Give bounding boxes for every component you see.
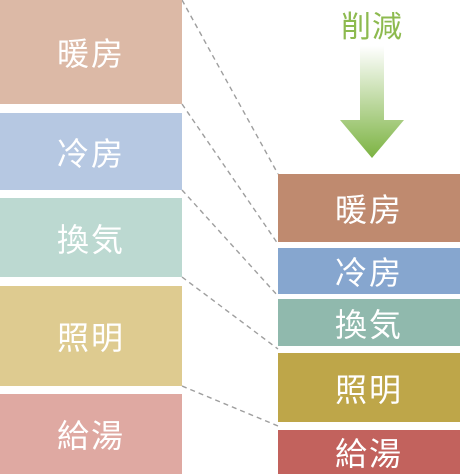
connector-line	[181, 103, 279, 245]
after-block-lighting: 照明	[278, 353, 460, 422]
down-arrow-icon	[340, 46, 404, 158]
after-block-label: 給湯	[334, 435, 403, 473]
before-block-hot-water: 給湯	[0, 394, 182, 474]
before-block-ventilation: 換気	[0, 198, 182, 277]
before-block-label: 照明	[56, 319, 125, 357]
after-block-ventilation: 換気	[278, 299, 460, 346]
after-block-label: 暖房	[334, 191, 403, 229]
before-block-label: 暖房	[56, 35, 125, 73]
connector-line	[181, 189, 279, 297]
before-block-heating: 暖房	[0, 0, 182, 104]
connector-line	[181, 385, 279, 427]
after-block-hot-water: 給湯	[278, 430, 460, 474]
before-block-cooling: 冷房	[0, 113, 182, 190]
after-block-label: 照明	[334, 370, 403, 409]
connector-line	[181, 276, 279, 350]
before-block-label: 冷房	[56, 134, 125, 173]
connector-line	[181, 0, 279, 175]
after-block-label: 換気	[334, 305, 403, 344]
before-block-label: 換気	[56, 220, 125, 259]
after-block-label: 冷房	[334, 254, 403, 292]
after-block-heating: 暖房	[278, 174, 460, 242]
before-block-lighting: 照明	[0, 286, 182, 386]
before-block-label: 給湯	[56, 417, 125, 455]
after-block-cooling: 冷房	[278, 248, 460, 294]
reduction-label: 削減	[341, 10, 403, 45]
